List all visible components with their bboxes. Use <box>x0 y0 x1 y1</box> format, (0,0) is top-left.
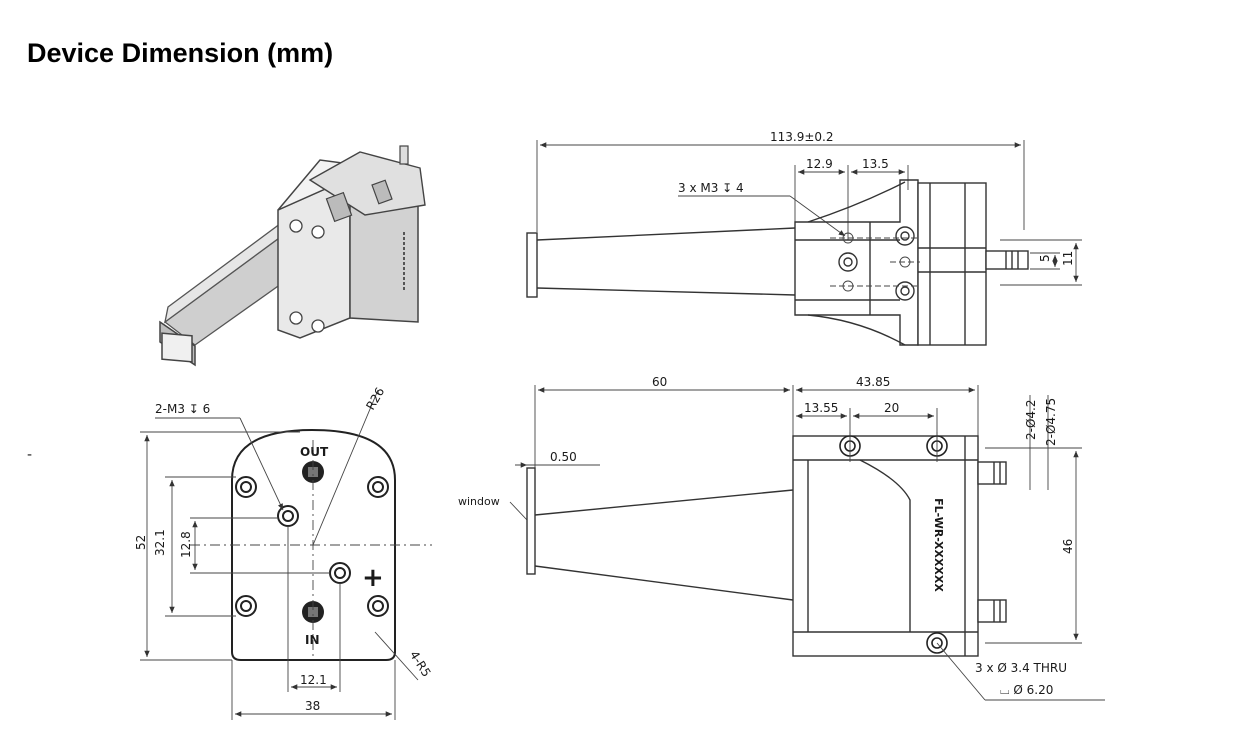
side-thread-note: 3 x M3 ↧ 4 <box>678 181 744 195</box>
window-thickness-dim: 0.50 <box>550 450 577 464</box>
port-dim-large: 11 <box>1061 251 1075 266</box>
overall-length-dim: 113.9±0.2 <box>770 130 834 144</box>
dim-c: 13.55 <box>804 401 838 415</box>
window-label: window <box>458 495 500 508</box>
diameter-1-dim: 2-Ø4.2 <box>1024 400 1038 441</box>
top-view: 60 43.85 13.55 20 0.50 window FL-WR-XXXX… <box>458 375 1105 701</box>
dim-b: 13.5 <box>862 157 889 171</box>
plus-mark-icon: + <box>362 563 384 593</box>
side-view: 113.9±0.2 12.9 13.5 3 x M3 ↧ 4 <box>526 130 1082 346</box>
horn-length-dim: 60 <box>652 375 667 389</box>
front-view: OUT IN + R26 2-M3 ↧ 6 52 32.1 12.8 12.1 <box>27 385 434 720</box>
counterbore-note: ⌴ Ø 6.20 <box>1000 683 1053 697</box>
dim-a: 12.9 <box>806 157 833 171</box>
stray-mark: - <box>27 447 32 463</box>
diameter-2-dim: 2-Ø4.75 <box>1044 398 1058 446</box>
dim-d: 20 <box>884 401 899 415</box>
height-dim: 52 <box>134 535 148 550</box>
hole-spacing-v-dim: 32.1 <box>153 529 167 556</box>
hole-note: 3 x Ø 3.4 THRU <box>975 661 1067 675</box>
top-height-dim: 46 <box>1061 539 1075 554</box>
in-label: IN <box>305 633 320 647</box>
front-thread-note: 2-M3 ↧ 6 <box>155 402 210 416</box>
hole-spacing-h-dim: 12.1 <box>300 673 327 687</box>
isometric-view <box>159 145 426 367</box>
width-dim: 38 <box>305 699 320 713</box>
out-label: OUT <box>300 445 329 459</box>
port-dim-small: 5 <box>1038 254 1052 262</box>
body-length-dim: 43.85 <box>856 375 890 389</box>
radius-dim: R26 <box>363 385 387 412</box>
corner-radius-dim: 4-R5 <box>407 648 434 679</box>
page-title: Device Dimension (mm) <box>27 38 334 68</box>
offset-v-dim: 12.8 <box>179 531 193 558</box>
part-marking: FL-WR-XXXXXX <box>932 498 945 592</box>
